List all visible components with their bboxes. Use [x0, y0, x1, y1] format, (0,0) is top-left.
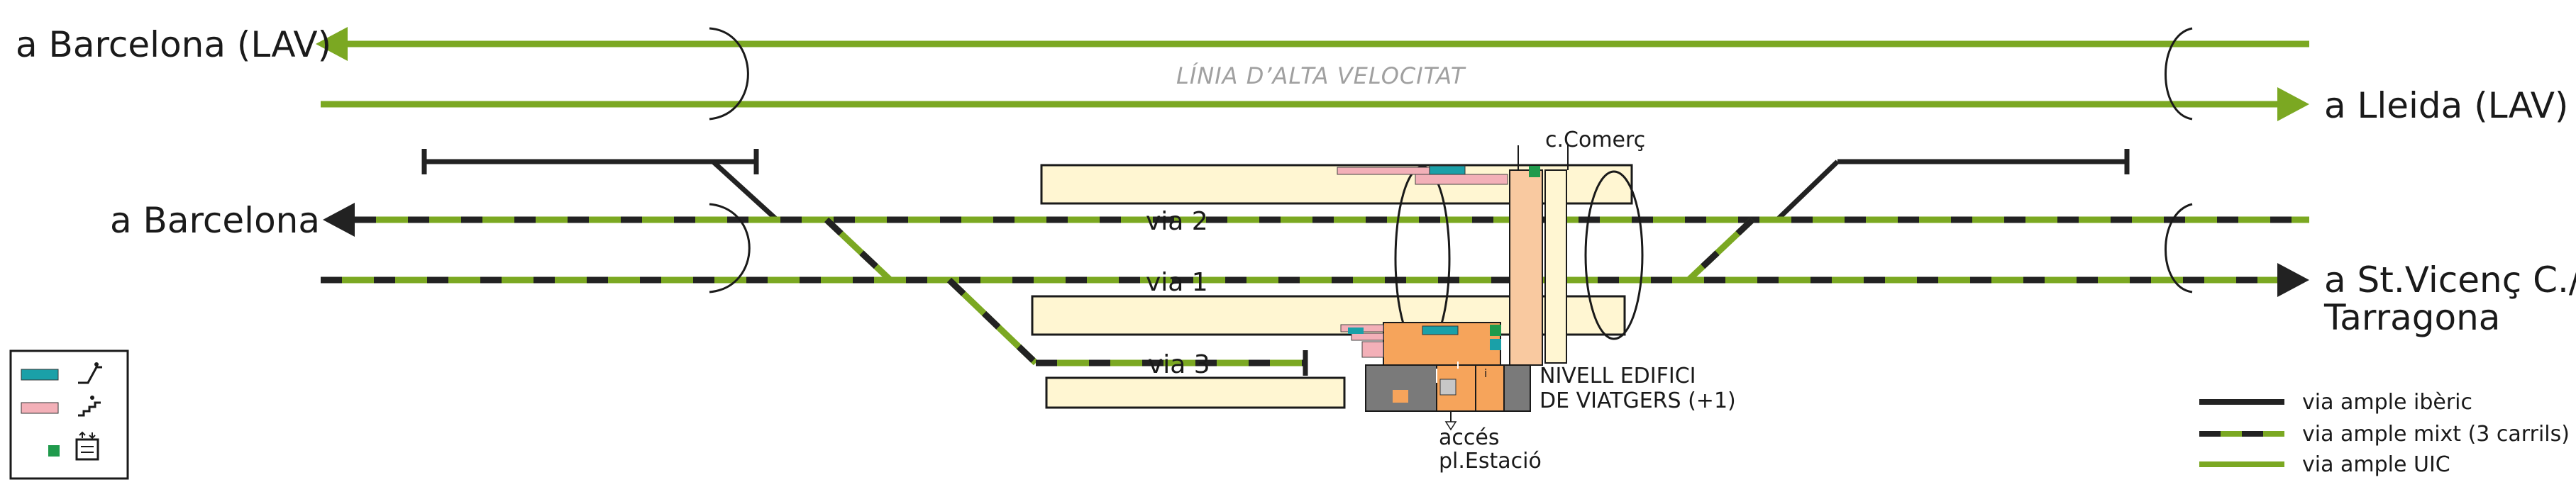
label-via-2: via 2: [1146, 207, 1208, 236]
building-orange-right: [1475, 364, 1505, 412]
siding-top-right: [1775, 149, 2130, 222]
underpass-outline-right: [1584, 170, 1644, 340]
stairs-icon: [78, 396, 101, 417]
elevator-top: [1529, 166, 1540, 177]
svg-text:i: i: [1484, 366, 1487, 380]
label-commerce-street: c.Comerç: [1545, 128, 1645, 152]
high-speed-line-lower: [321, 87, 2309, 121]
tunnel-portal-left-conv: [709, 203, 751, 293]
building-grey-right: [1503, 364, 1531, 412]
crossover-left: [824, 217, 893, 283]
label-via-1: via 1: [1146, 268, 1208, 297]
label-building-level-1: NIVELL EDIFICI: [1539, 364, 1696, 388]
building-grey-left: [1365, 364, 1437, 412]
track-via-3: [946, 277, 1308, 376]
label-high-speed-line: LÍNIA D’ALTA VELOCITAT: [1176, 62, 1466, 89]
legend-stairs-swatch: [21, 402, 59, 414]
track-via-1: [321, 263, 2309, 297]
elevator-icon: [75, 431, 99, 461]
label-to-barcelona: a Barcelona: [110, 200, 320, 241]
crossover-right: [1686, 217, 1755, 283]
tunnel-portal-left-hsl: [709, 27, 749, 121]
legend-label-iberian: via ample ibèric: [2302, 390, 2472, 415]
label-access-2: pl.Estació: [1439, 449, 1542, 474]
label-building-level-2: DE VIATGERS (+1): [1539, 388, 1736, 413]
icon-legend: [9, 349, 129, 480]
escalator-top: [1429, 165, 1466, 175]
escalator-icon: [78, 362, 102, 384]
footbridge-corridor: [1509, 169, 1543, 366]
legend-label-mixed: via ample mixt (3 carrils): [2302, 422, 2570, 447]
track-via-2: [323, 203, 2309, 237]
stairs-top-a: [1337, 167, 1430, 175]
escalator-lower-a: [1348, 328, 1364, 334]
legend-elevator-swatch: [48, 445, 60, 457]
platform-bottom: [1045, 376, 1346, 409]
escalator-lower-b: [1422, 325, 1459, 335]
tunnel-portal-right-hsl: [2165, 27, 2193, 121]
label-to-lleida-lav: a Lleida (LAV): [2324, 85, 2568, 126]
platform-top: [1040, 164, 1633, 205]
high-speed-line-upper: [316, 27, 2309, 61]
label-to-stvicenc-2: Tarragona: [2323, 297, 2500, 338]
legend-escalator-swatch: [21, 369, 59, 381]
label-access-1: accés: [1439, 425, 1499, 450]
tunnel-portal-right-conv: [2165, 203, 2193, 293]
stairs-top-b: [1415, 174, 1508, 185]
legend-label-uic: via ample UIC: [2302, 452, 2450, 477]
label-to-barcelona-lav: a Barcelona (LAV): [16, 24, 331, 65]
siding-top-left: [421, 149, 779, 222]
station-building: i: [1337, 145, 1569, 431]
track-legend: via ample ibèric via ample mixt (3 carri…: [2199, 390, 2570, 477]
label-via-3: via 3: [1148, 350, 1210, 379]
label-to-stvicenc-1: a St.Vicenç C./: [2324, 259, 2576, 301]
